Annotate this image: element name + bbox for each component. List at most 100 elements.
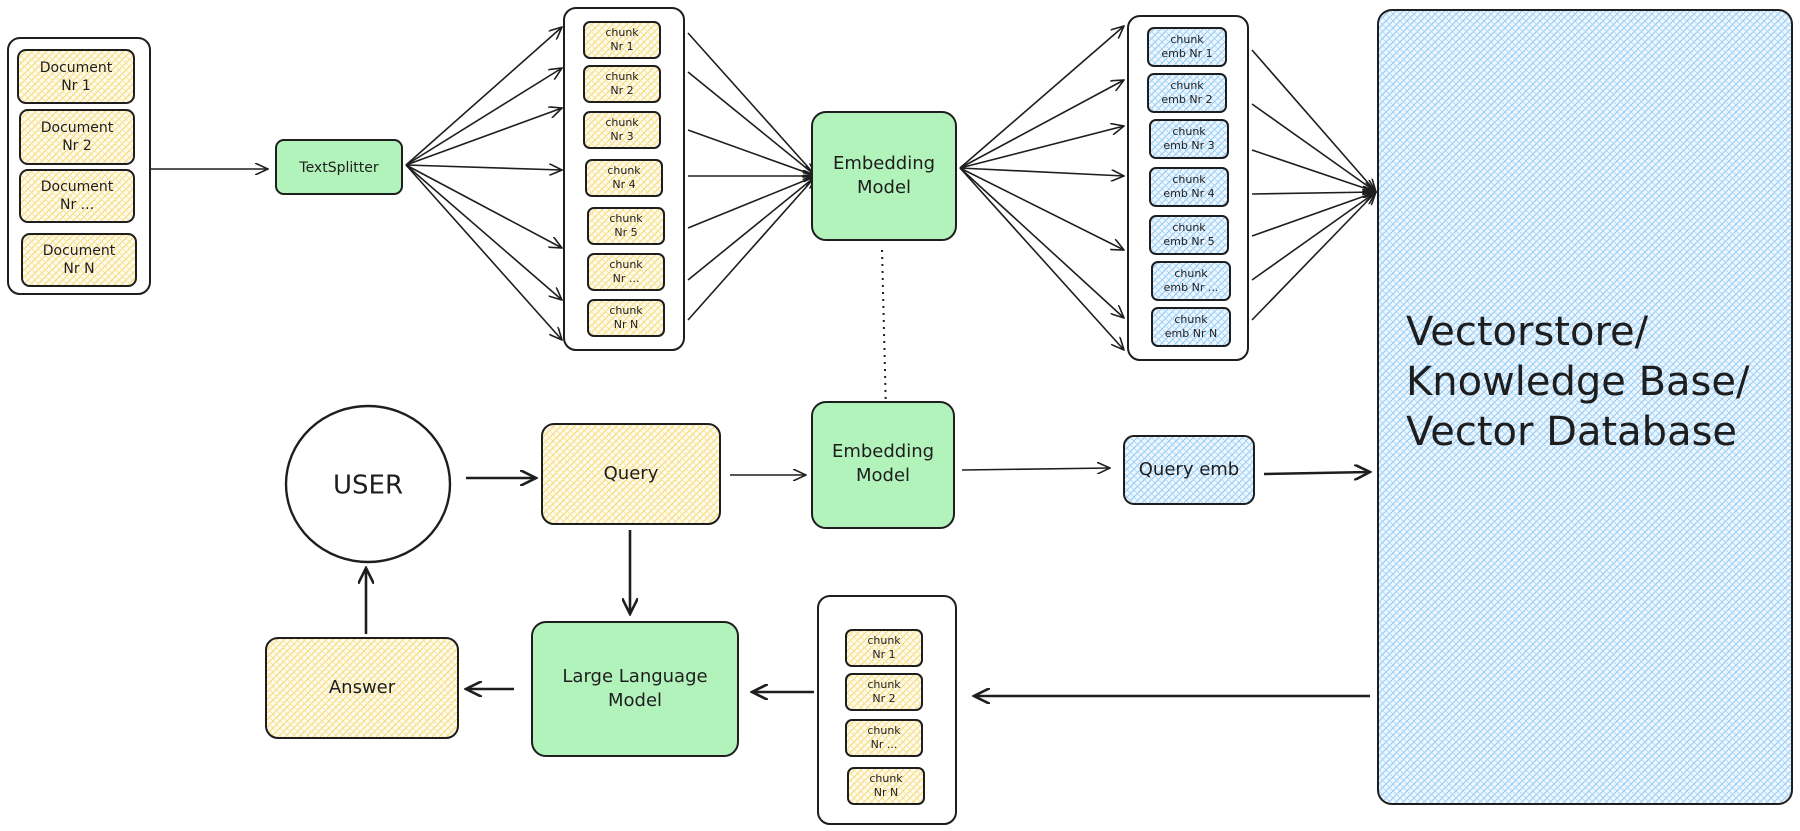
chunk-box: chunk Nr N [587, 299, 665, 337]
embedding-model-label: Model [857, 177, 911, 198]
embedding-model-label: Model [856, 465, 910, 486]
document-box: Document Nr N [21, 233, 137, 287]
chunk-embedding-label: chunk [1174, 267, 1208, 280]
llm-node: Large Language Model [531, 621, 739, 757]
chunk-embedding-label: chunk [1170, 33, 1204, 46]
chunk-box: chunk Nr 3 [583, 111, 661, 149]
retrieved-chunks-group: chunk Nr 1 chunk Nr 2 chunk Nr ... chunk… [817, 595, 957, 825]
chunk-embedding-label: chunk [1172, 125, 1206, 138]
chunk-label: chunk [609, 258, 643, 271]
chunk-number: Nr N [874, 786, 898, 799]
chunk-embedding-label: chunk [1172, 221, 1206, 234]
vectorstore-label: Knowledge Base/ [1406, 359, 1750, 405]
answer-label: Answer [329, 677, 396, 698]
arrows-chunk-embs-to-vectorstore [1251, 49, 1376, 321]
document-box: Document Nr 2 [19, 109, 135, 165]
chunk-embedding-number: emb Nr 4 [1163, 187, 1214, 200]
chunk-box: chunk Nr ... [587, 253, 665, 291]
query-embedding-label: Query emb [1139, 459, 1239, 480]
llm-label: Model [608, 690, 662, 711]
document-box: Document Nr 1 [17, 49, 135, 104]
query-label: Query [604, 463, 659, 484]
vectorstore-label: Vector Database [1406, 409, 1737, 455]
chunk-number: Nr N [614, 318, 638, 331]
chunk-embedding-box: chunk emb Nr 2 [1147, 73, 1227, 113]
answer-node: Answer [265, 637, 459, 739]
user-node: USER [284, 404, 452, 564]
chunk-number: Nr ... [613, 272, 640, 285]
chunk-label: chunk [867, 634, 901, 647]
chunk-embedding-number: emb Nr 2 [1161, 93, 1212, 106]
embedding-model-label: Embedding [833, 153, 935, 174]
chunk-number: Nr 5 [614, 226, 637, 239]
query-node: Query [541, 423, 721, 525]
document-label: Document [41, 179, 114, 195]
chunk-number: Nr 4 [612, 178, 635, 191]
text-splitter-node: TextSplitter [275, 139, 403, 195]
document-number: Nr N [63, 261, 94, 277]
chunk-embeddings-group: chunk emb Nr 1 chunk emb Nr 2 chunk emb … [1127, 15, 1249, 361]
chunk-label: chunk [605, 70, 639, 83]
chunk-label: chunk [867, 678, 901, 691]
chunk-number: Nr 2 [872, 692, 895, 705]
arrows-splitter-to-chunks [405, 27, 562, 340]
document-label: Document [41, 120, 114, 136]
user-label: USER [333, 471, 403, 501]
chunk-number: Nr 1 [610, 40, 633, 53]
document-label: Document [40, 60, 113, 76]
document-label: Document [43, 243, 116, 259]
chunk-number: Nr 2 [610, 84, 633, 97]
documents-group: Document Nr 1 Document Nr 2 Document Nr … [7, 37, 151, 295]
chunk-embedding-box: chunk emb Nr N [1151, 307, 1231, 347]
embedding-model-label: Embedding [832, 441, 934, 462]
document-number: Nr 2 [62, 138, 92, 154]
chunk-number: Nr 1 [872, 648, 895, 661]
chunk-embedding-number: emb Nr ... [1164, 281, 1219, 294]
retrieved-chunk-box: chunk Nr 2 [845, 673, 923, 711]
chunk-embedding-number: emb Nr 5 [1163, 235, 1214, 248]
embedding-model-node: Embedding Model [811, 111, 957, 241]
chunk-label: chunk [607, 164, 641, 177]
chunk-embedding-box: chunk emb Nr 4 [1149, 167, 1229, 207]
chunk-embedding-label: chunk [1170, 79, 1204, 92]
chunk-embedding-label: chunk [1172, 173, 1206, 186]
arrow-query-emb-to-vectorstore [1263, 472, 1370, 474]
vectorstore-node: Vectorstore/ Knowledge Base/ Vector Data… [1377, 9, 1793, 805]
chunk-embedding-label: chunk [1174, 313, 1208, 326]
document-number: Nr ... [60, 197, 94, 213]
document-number: Nr 1 [61, 78, 91, 94]
chunk-label: chunk [869, 772, 903, 785]
chunk-number: Nr 3 [610, 130, 633, 143]
chunk-embedding-box: chunk emb Nr 1 [1147, 27, 1227, 67]
chunk-number: Nr ... [871, 738, 898, 751]
retrieved-chunk-box: chunk Nr ... [845, 719, 923, 757]
chunk-label: chunk [605, 26, 639, 39]
text-splitter-label: TextSplitter [298, 160, 378, 176]
chunk-label: chunk [605, 116, 639, 129]
arrow-embedding-to-query-emb [961, 468, 1110, 470]
chunk-embedding-box: chunk emb Nr 3 [1149, 119, 1229, 159]
chunk-embedding-number: emb Nr 3 [1163, 139, 1214, 152]
vectorstore-label: Vectorstore/ [1406, 309, 1649, 355]
retrieved-chunk-box: chunk Nr N [847, 767, 925, 805]
chunk-box: chunk Nr 2 [583, 65, 661, 103]
chunk-label: chunk [867, 724, 901, 737]
chunks-group: chunk Nr 1 chunk Nr 2 chunk Nr 3 chunk N… [563, 7, 685, 351]
arrows-embedding-to-chunk-embs [959, 26, 1124, 350]
llm-label: Large Language [562, 666, 707, 687]
chunk-embedding-box: chunk emb Nr ... [1151, 261, 1231, 301]
chunk-box: chunk Nr 1 [583, 21, 661, 59]
chunk-embedding-number: emb Nr 1 [1161, 47, 1212, 60]
document-box: Document Nr ... [19, 169, 135, 223]
query-embedding-model-node: Embedding Model [811, 401, 955, 529]
chunk-box: chunk Nr 5 [587, 207, 665, 245]
arrows-chunks-to-embedding [687, 32, 816, 321]
chunk-label: chunk [609, 212, 643, 225]
chunk-box: chunk Nr 4 [585, 159, 663, 197]
chunk-embedding-number: emb Nr N [1165, 327, 1217, 340]
shared-embedding-dotted-line [881, 249, 887, 413]
retrieved-chunk-box: chunk Nr 1 [845, 629, 923, 667]
chunk-embedding-box: chunk emb Nr 5 [1149, 215, 1229, 255]
chunk-label: chunk [609, 304, 643, 317]
